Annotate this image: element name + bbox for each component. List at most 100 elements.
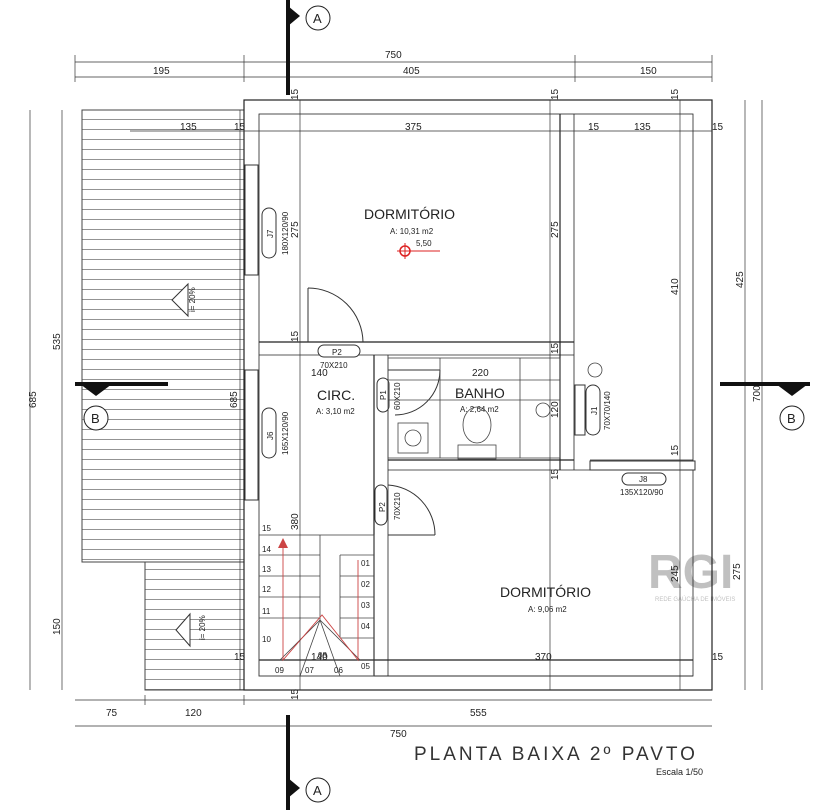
roof-area-upper [81, 109, 245, 563]
door-p2-upper-size: 70X210 [320, 361, 348, 370]
window-j6-size: 165X120/90 [281, 411, 290, 455]
dim-mid-685: 685 [229, 391, 240, 408]
sink-icon [404, 429, 422, 447]
stair-step: 13 [262, 565, 271, 574]
dim: 120 [550, 401, 561, 418]
door-p2-upper-label: P2 [332, 348, 342, 357]
watermark-logo: RGI [648, 546, 733, 599]
room-name: DORMITÓRIO [500, 584, 591, 600]
room-dormitorio-2: DORMITÓRIO A: 9,06 m2 [500, 584, 591, 614]
stairs [258, 534, 375, 677]
window-j7-label: J7 [266, 229, 275, 238]
section-marker-b-right: B [720, 382, 810, 431]
room-name: BANHO [455, 385, 505, 401]
stair-step: 09 [275, 666, 284, 675]
walls [243, 99, 713, 691]
dim: 15 [550, 88, 561, 100]
dim-left-685: 685 [28, 391, 39, 408]
dim: 15 [290, 330, 301, 342]
watermark: RGI REDE GAÚCHA DE IMÓVEIS [648, 546, 735, 603]
room-area: A: 3,10 m2 [316, 407, 355, 416]
room-area: A: 10,31 m2 [390, 227, 434, 236]
window-j6-label: J6 [266, 431, 275, 440]
stair-step: 01 [361, 559, 370, 568]
dim: 15 [234, 652, 246, 663]
dim: 135 [634, 122, 651, 133]
stair-step: 10 [262, 635, 271, 644]
drawing-scale: Escala 1/50 [656, 767, 703, 777]
dim: 380 [290, 513, 301, 530]
room-dormitorio-1: DORMITÓRIO A: 10,31 m2 5,50 [364, 206, 455, 259]
dim: 220 [472, 368, 489, 379]
section-label: B [91, 411, 100, 426]
dim: 15 [550, 468, 561, 480]
window-j1-label: J1 [590, 406, 599, 415]
dim-left-150: 150 [52, 618, 63, 635]
room-area: A: 9,06 m2 [528, 605, 567, 614]
stair-step: 08 [318, 651, 327, 660]
stair-step: 11 [262, 607, 271, 616]
window-j8: J8 135X120/90 [589, 460, 696, 497]
door-p1-label: P1 [379, 390, 388, 400]
dim-right-245: 245 [670, 565, 681, 582]
dim-bottom-120: 120 [185, 708, 202, 719]
stair-step: 12 [262, 585, 271, 594]
section-label: B [787, 411, 796, 426]
stair-step-labels: 01 02 03 04 05 06 07 08 09 10 11 12 13 1… [262, 524, 370, 675]
dim-right-425: 425 [735, 271, 746, 288]
dim-right-275: 275 [732, 563, 743, 580]
stair-step: 15 [262, 524, 271, 533]
door-p2-lower: P2 70X210 [374, 484, 436, 536]
section-label: A [313, 11, 322, 26]
window-j6: J6 165X120/90 [244, 369, 290, 501]
dim: 370 [535, 652, 552, 663]
stair-step: 04 [361, 622, 370, 631]
dim-top-mid: 405 [403, 66, 420, 77]
dim: 15 [670, 88, 681, 100]
window-j7: J7 180X120/90 [244, 164, 290, 276]
toilet-icon [462, 406, 492, 444]
room-name: DORMITÓRIO [364, 206, 455, 222]
roof-area-lower [144, 561, 245, 691]
level-value: 5,50 [416, 239, 432, 248]
room-name: CIRC. [317, 387, 355, 403]
door-p1: P1 60X210 [376, 369, 441, 416]
roof-slope-arrow-1: i= 20% [171, 282, 197, 318]
door-p2-upper: P2 70X210 [307, 287, 364, 370]
dimension-texts: 750 195 405 150 135 15 375 15 135 15 535… [28, 50, 763, 740]
door-p1-size: 60X210 [393, 382, 402, 410]
dim-top-left: 195 [153, 66, 170, 77]
window-j8-size: 135X120/90 [620, 488, 664, 497]
dim-bottom-total: 750 [390, 729, 407, 740]
roof-slope-label-2: i= 20% [198, 615, 207, 640]
stair-step: 03 [361, 601, 370, 610]
stair-step: 06 [334, 666, 343, 675]
dim: 275 [550, 221, 561, 238]
shower-icon [535, 402, 551, 418]
dim: 15 [290, 88, 301, 100]
window-j7-size: 180X120/90 [281, 211, 290, 255]
dim: 15 [290, 688, 301, 700]
dim: 15 [234, 122, 246, 133]
dim: 15 [712, 122, 724, 133]
section-label: A [313, 783, 322, 798]
dim: 15 [588, 122, 600, 133]
room-area: A: 2,64 m2 [460, 405, 499, 414]
dim: 140 [311, 368, 328, 379]
door-p2-lower-size: 70X210 [393, 492, 402, 520]
bathroom-fixtures [387, 357, 603, 460]
roof-slope-label-1: i= 20% [188, 287, 197, 312]
dim: 275 [290, 221, 301, 238]
window-j8-label: J8 [639, 475, 648, 484]
section-marker-a-top: A [286, 0, 331, 95]
room-circulacao: CIRC. A: 3,10 m2 [316, 387, 355, 416]
stair-step: 02 [361, 580, 370, 589]
section-marker-b-left: B [75, 382, 168, 431]
window-j1: J1 70X70/140 [574, 384, 612, 436]
roof-slope-arrow-2: i= 20% [175, 612, 207, 648]
stair-step: 05 [361, 662, 370, 671]
dim-top-right: 150 [640, 66, 657, 77]
dim-right-700: 700 [752, 385, 763, 402]
drawing-title: PLANTA BAIXA 2º PAVTO [414, 744, 698, 765]
